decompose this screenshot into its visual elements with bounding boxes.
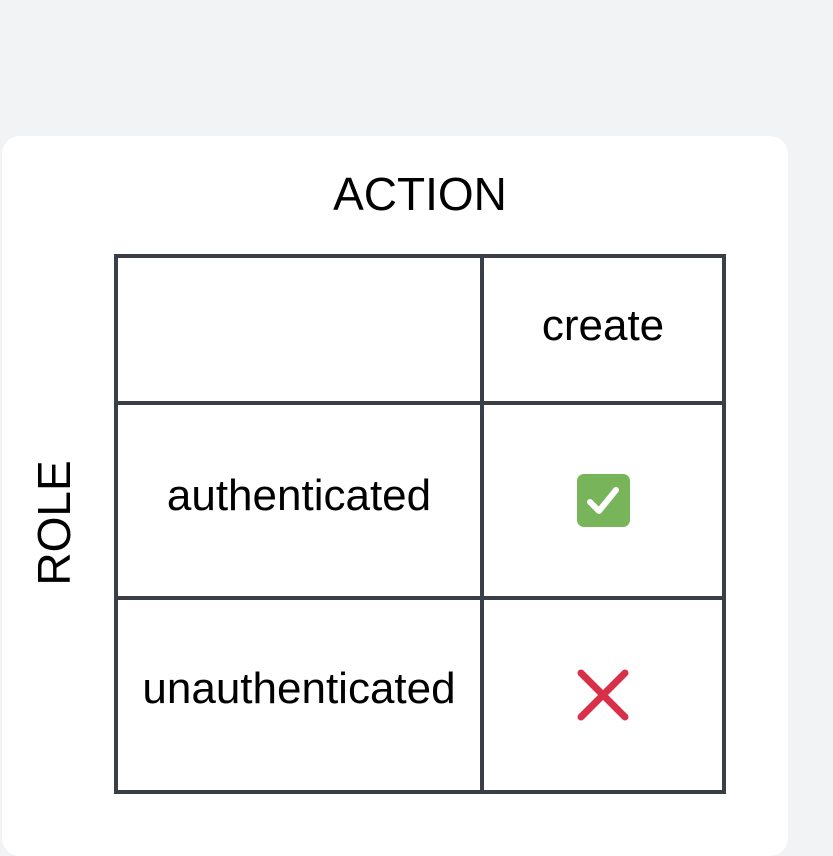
grid-line (480, 254, 484, 794)
grid-line (114, 790, 726, 794)
permission-cell-authenticated-create (484, 405, 722, 596)
corner-cell (118, 258, 480, 401)
grid-line (722, 254, 726, 794)
row-axis-label: ROLE (28, 460, 80, 586)
grid-line (114, 401, 726, 405)
grid-line (114, 596, 726, 600)
row-header-unauthenticated: unauthenticated (142, 664, 456, 713)
check-mark-button-icon (576, 474, 630, 527)
column-axis-label: ACTION (333, 168, 507, 220)
grid-line (114, 254, 118, 794)
permission-cell-unauthenticated-create (484, 600, 722, 790)
row-header-authenticated: authenticated (166, 471, 432, 520)
permission-matrix: create authenticated unauthenticated (114, 254, 726, 794)
cross-mark-icon (577, 669, 629, 721)
column-header-create: create (541, 301, 665, 350)
grid-line (114, 254, 726, 258)
